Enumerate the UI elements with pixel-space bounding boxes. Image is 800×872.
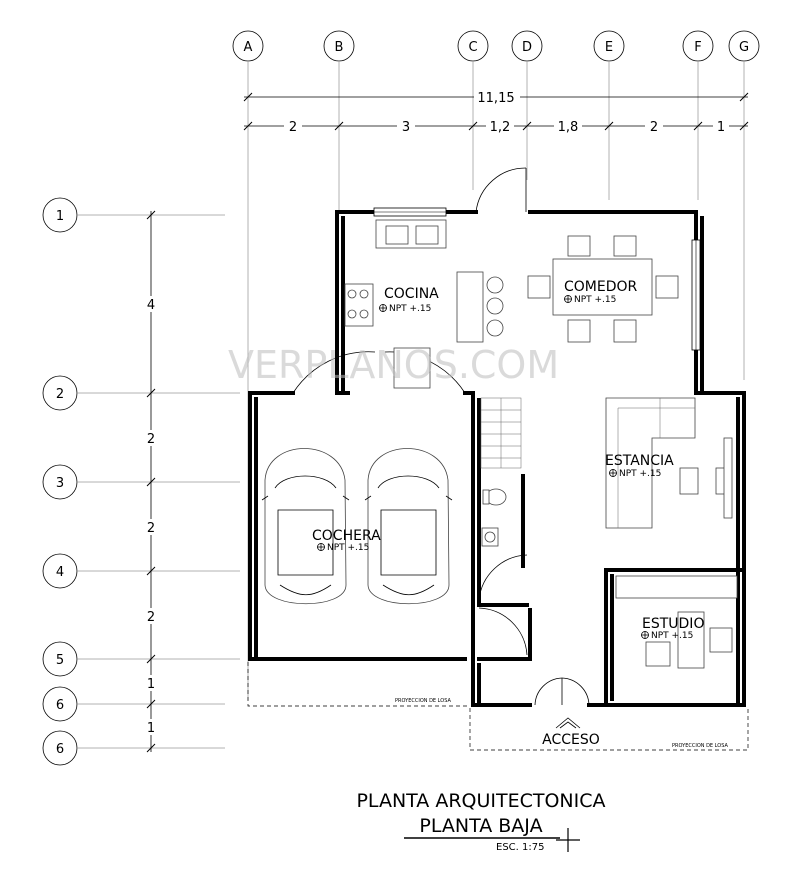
car-left (261, 448, 350, 605)
watermark: VERPLANOS.COM (228, 343, 559, 387)
grid-label-4: 4 (56, 565, 64, 580)
grid-bubble-f (682, 30, 714, 62)
dim-6-6: 1 (147, 721, 155, 736)
grid-label-d: D (522, 40, 532, 55)
dining-table (552, 258, 653, 316)
dim-d-e: 1,8 (558, 120, 579, 135)
doors (292, 167, 590, 706)
dim-a-b: 2 (289, 120, 297, 135)
grid-label-e: E (605, 40, 613, 55)
stove (344, 283, 374, 327)
refrigerator (393, 347, 431, 389)
kitchen-island (456, 271, 484, 343)
dim-f-g: 1 (717, 120, 725, 135)
dim-1-2: 4 (147, 298, 155, 313)
roof-projection-label-1: PROYECCION DE LOSA (395, 698, 451, 704)
overall-width-dimension: 11,15 (477, 91, 514, 106)
sofa (605, 397, 696, 529)
room-name-comedor: COMEDOR (564, 279, 638, 295)
access-marker: ACCESO (542, 717, 600, 748)
grid-bubble-g (728, 30, 760, 62)
study-furniture (615, 575, 738, 669)
dim-2-3: 2 (147, 432, 155, 447)
grid-bubble-c (457, 30, 489, 62)
room-level-estancia: NPT +.15 (619, 469, 661, 479)
drawing-scale: ESC. 1:75 (496, 842, 544, 853)
room-level-cocina: NPT +.15 (389, 304, 431, 314)
horizontal-dimensions: 11,15 2 3 1,2 1,8 2 1 (243, 88, 749, 135)
dim-c-d: 1,2 (490, 120, 511, 135)
grid-bubble-d (511, 30, 543, 62)
room-level-estudio: NPT +.15 (651, 631, 693, 641)
grid-bubble-2 (42, 375, 78, 411)
room-level-comedor: NPT +.15 (574, 295, 616, 305)
grid-label-3: 3 (56, 476, 64, 491)
roof-projection: PROYECCION DE LOSA PROYECCION DE LOSA (247, 662, 749, 751)
grid-label-2: 2 (56, 387, 64, 402)
tv-unit (723, 437, 733, 519)
title-block: PLANTA ARQUITECTONICA PLANTA BAJA ESC. 1… (356, 790, 605, 853)
grid-label-6a: 6 (56, 698, 64, 713)
dim-4-5: 2 (147, 610, 155, 625)
dim-e-f: 2 (650, 120, 658, 135)
dining-table-set (527, 235, 679, 343)
vertical-dimensions: 4 2 2 2 1 1 (143, 210, 159, 753)
room-name-estudio: ESTUDIO (642, 616, 704, 632)
stair-and-bath (480, 397, 522, 547)
dim-3-4: 2 (147, 521, 155, 536)
room-level-cochera: NPT +.15 (327, 543, 369, 553)
grid-row-axes: 1 2 3 4 5 6 6 (42, 197, 240, 766)
room-name-estancia: ESTANCIA (605, 453, 674, 469)
roof-projection-label-2: PROYECCION DE LOSA (672, 743, 728, 749)
grid-bubble-1 (42, 197, 78, 233)
drawing-subtitle: PLANTA BAJA (419, 815, 542, 837)
grid-label-5: 5 (56, 653, 64, 668)
living-room-furniture (605, 397, 733, 529)
room-labels: COCINA NPT +.15 COMEDOR NPT +.15 ESTANCI… (312, 279, 704, 641)
grid-bubble-4 (42, 553, 78, 589)
grid-bubble-6a (42, 686, 78, 722)
car-right (364, 448, 453, 605)
grid-bubble-5 (42, 641, 78, 677)
grid-bubble-a (232, 30, 264, 62)
grid-label-g: G (739, 40, 749, 55)
grid-column-axes: A B C D E F G (232, 30, 760, 700)
room-name-cochera: COCHERA (312, 528, 381, 544)
grid-label-c: C (468, 40, 477, 55)
grid-label-6b: 6 (56, 742, 64, 757)
access-label: ACCESO (542, 732, 600, 748)
bookshelf (615, 575, 738, 599)
grid-bubble-e (593, 30, 625, 62)
desk (677, 611, 705, 669)
grid-label-a: A (244, 40, 253, 55)
walls (248, 207, 746, 707)
grid-bubble-b (323, 30, 355, 62)
grid-label-1: 1 (56, 209, 64, 224)
grid-bubble-3 (42, 464, 78, 500)
dim-b-c: 3 (402, 120, 410, 135)
kitchen-fixtures (344, 219, 504, 389)
grid-label-b: B (335, 40, 344, 55)
dim-5-6: 1 (147, 677, 155, 692)
grid-bubble-6b (42, 730, 78, 766)
room-name-cocina: COCINA (384, 286, 439, 302)
drawing-title: PLANTA ARQUITECTONICA (356, 790, 605, 812)
grid-label-f: F (694, 40, 701, 55)
